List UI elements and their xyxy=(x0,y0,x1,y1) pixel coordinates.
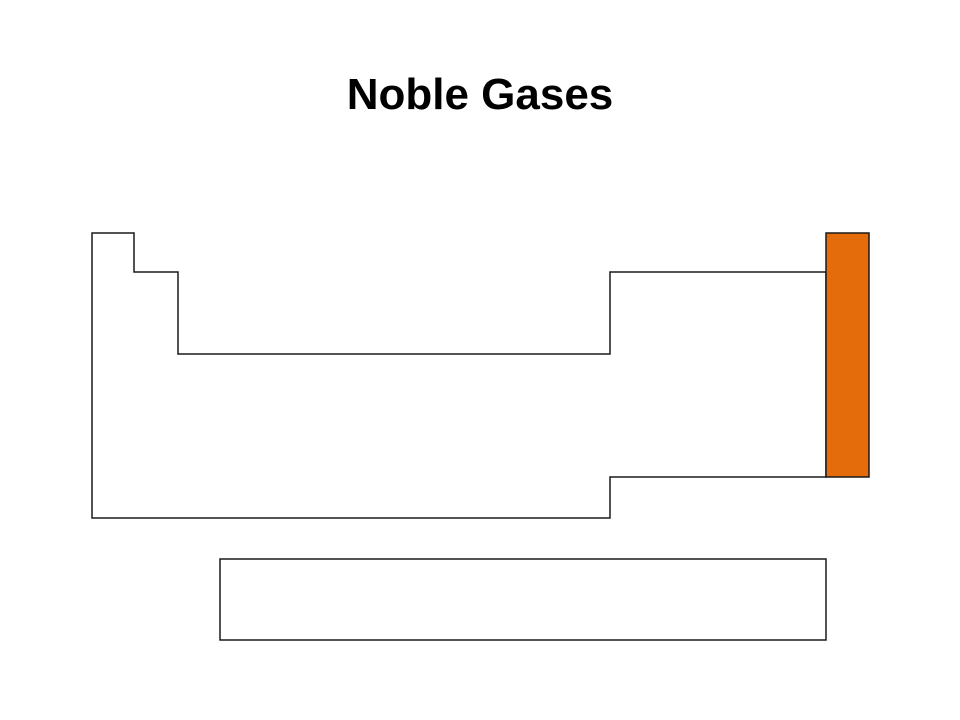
page-title: Noble Gases xyxy=(346,70,614,119)
f-block-outline xyxy=(219,558,827,641)
main-table-outline xyxy=(91,232,827,519)
noble-gases-column xyxy=(825,232,870,478)
